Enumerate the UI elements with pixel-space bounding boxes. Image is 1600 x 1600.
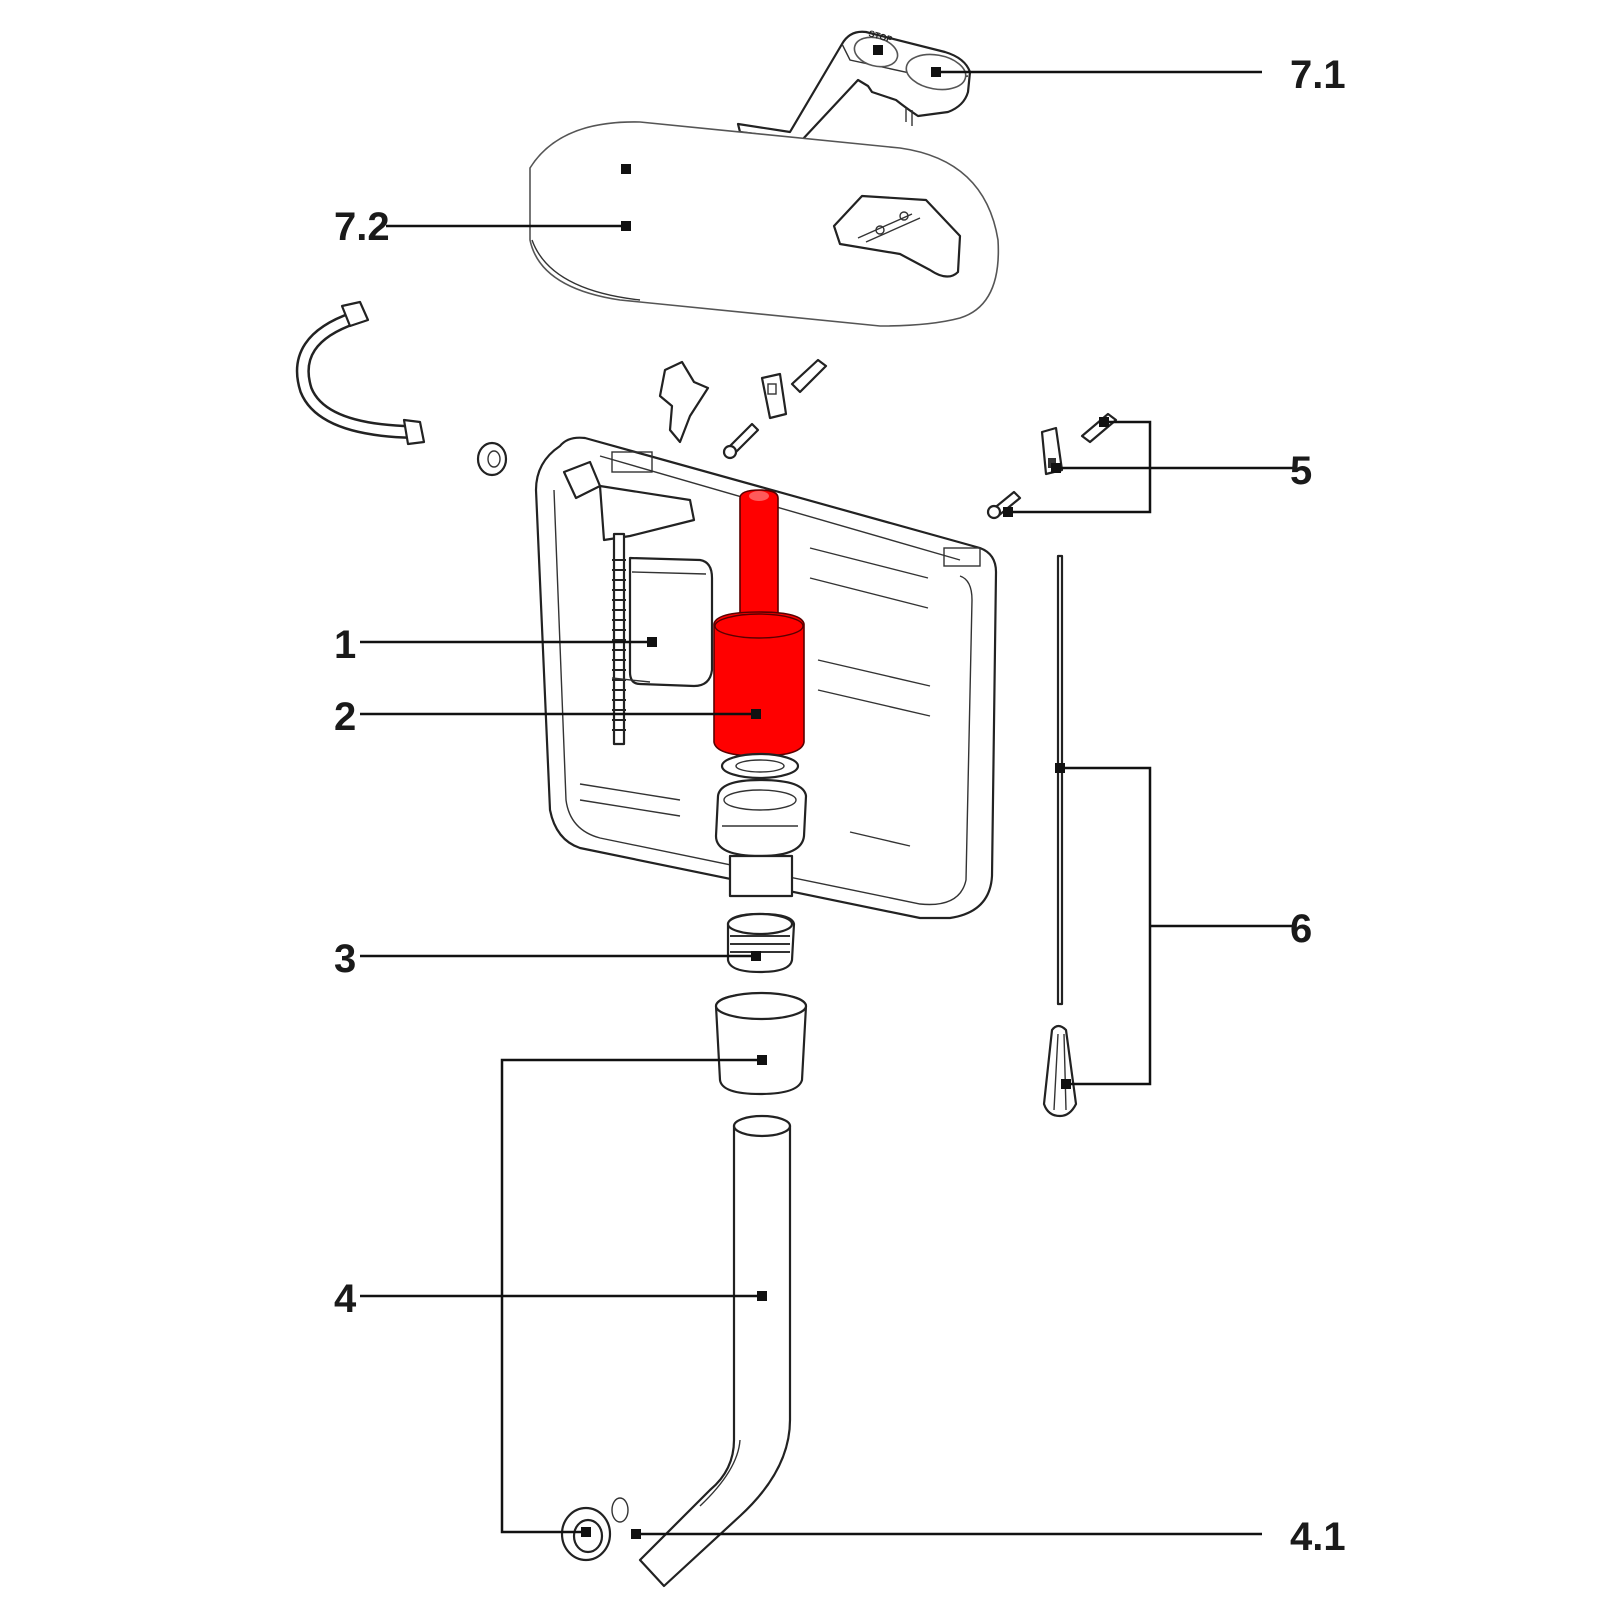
mounting-brackets-and-screws — [658, 358, 1118, 520]
flexible-hose — [295, 300, 426, 446]
marker-6a — [1055, 763, 1065, 773]
marker-4-1b — [581, 1527, 591, 1537]
callout-leaders — [360, 45, 1294, 1539]
leader-6-bracket — [1060, 766, 1152, 1086]
marker-5a — [1051, 463, 1061, 473]
label-3: 3 — [334, 937, 356, 981]
pipe-seal — [560, 1497, 629, 1562]
marker-7-2 — [621, 221, 631, 231]
washer — [476, 441, 508, 477]
label-1: 1 — [334, 623, 356, 667]
flush-valve — [713, 489, 808, 898]
marker-1 — [647, 637, 657, 647]
flush-pipe — [638, 1114, 792, 1588]
leader-4-1-bracket — [500, 1058, 762, 1534]
marker-7-2b — [621, 164, 631, 174]
label-7-2: 7.2 — [334, 205, 390, 249]
fill-valve — [562, 460, 714, 746]
label-6: 6 — [1290, 907, 1312, 951]
marker-7-1b — [873, 45, 883, 55]
marker-4-1c — [631, 1529, 641, 1539]
callout-labels: 7.1 7.2 5 1 2 6 3 4 4.1 — [334, 53, 1346, 1559]
marker-7-1 — [931, 67, 941, 77]
cistern-lid — [529, 121, 1000, 327]
label-4-1: 4.1 — [1290, 1515, 1346, 1559]
actuator-rod-and-cap — [1042, 554, 1078, 1118]
marker-5c — [1003, 507, 1013, 517]
leader-5-bracket — [1008, 420, 1152, 514]
label-7-1: 7.1 — [1290, 53, 1346, 97]
marker-2 — [751, 709, 761, 719]
label-4: 4 — [334, 1277, 357, 1321]
outlet-nut — [726, 912, 796, 974]
marker-5b — [1099, 417, 1109, 427]
flush-button-plate: STOP — [736, 28, 972, 142]
marker-4 — [757, 1291, 767, 1301]
label-2: 2 — [334, 695, 356, 739]
marker-4-1a — [757, 1055, 767, 1065]
marker-6b — [1061, 1079, 1071, 1089]
label-5: 5 — [1290, 449, 1312, 493]
marker-3 — [751, 951, 761, 961]
pipe-connector-cup — [714, 991, 808, 1096]
